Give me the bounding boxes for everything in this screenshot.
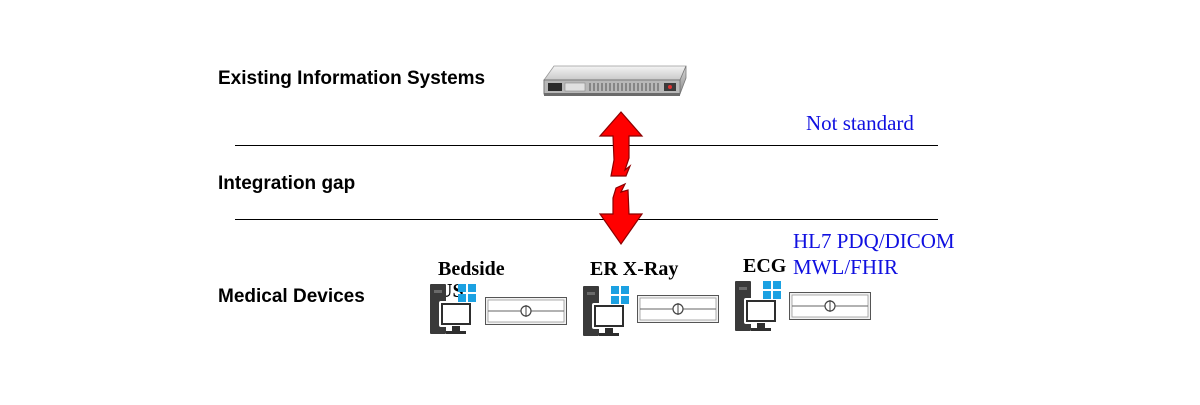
windows-logo-icon xyxy=(457,283,477,303)
workstation-icon xyxy=(428,282,480,336)
monitor-frame-icon xyxy=(789,292,871,320)
standards-annotation: HL7 PDQ/DICOM MWL/FHIR xyxy=(793,228,955,280)
broken-double-arrow-icon xyxy=(597,110,645,248)
device-name-er-xray: ER X-Ray xyxy=(590,258,679,280)
windows-logo-icon xyxy=(762,280,782,300)
layer-label-medical-devices: Medical Devices xyxy=(218,286,365,307)
upper-divider-line xyxy=(235,145,938,146)
standards-annotation-line2: MWL/FHIR xyxy=(793,255,898,279)
device-name-line1: Bedside xyxy=(438,258,505,280)
device-name-ecg: ECG xyxy=(743,255,787,277)
layer-label-existing-systems: Existing Information Systems xyxy=(218,68,486,89)
monitor-frame-icon xyxy=(637,295,719,323)
lower-divider-line xyxy=(235,219,938,220)
not-standard-annotation: Not standard xyxy=(806,111,914,135)
workstation-icon xyxy=(733,279,785,333)
workstation-icon xyxy=(581,284,633,338)
standards-annotation-line1: HL7 PDQ/DICOM xyxy=(793,229,955,253)
windows-logo-icon xyxy=(610,285,630,305)
monitor-frame-icon xyxy=(485,297,567,325)
layer-label-integration-gap: Integration gap xyxy=(218,173,356,194)
server-icon xyxy=(540,62,692,102)
